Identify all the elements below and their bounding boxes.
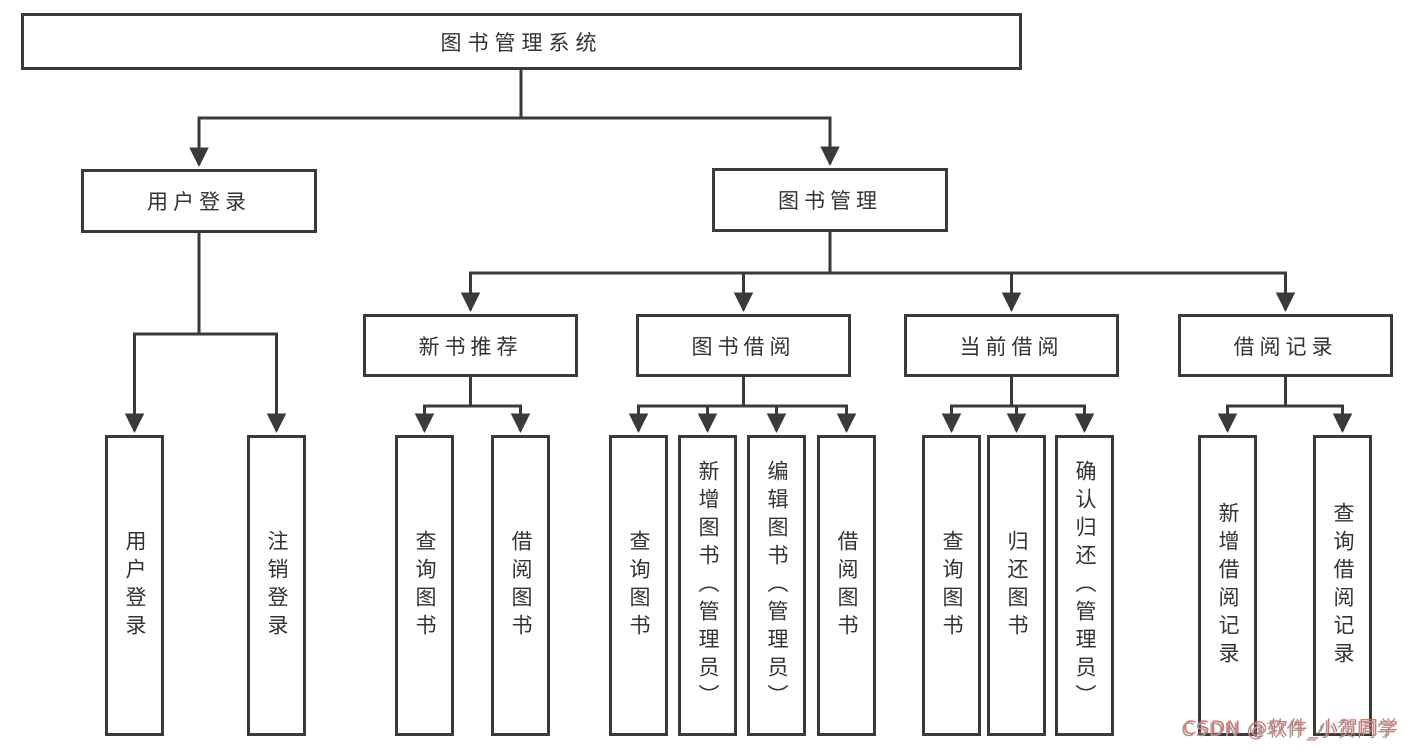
leaf-logout: 注销登录 [247, 435, 306, 736]
node-label: 查询图书 [627, 529, 652, 642]
node-label: 查询借阅记录 [1331, 501, 1356, 670]
node-label: 新增图书（管理员） [696, 459, 721, 712]
leaf-return-books: 归还图书 [987, 435, 1046, 736]
node-label: 当前借阅 [959, 334, 1064, 359]
node-book-management: 图书管理 [712, 168, 948, 232]
node-label: 编辑图书（管理员） [765, 459, 790, 712]
node-library-management-system: 图书管理系统 [21, 13, 1022, 70]
leaf-add-borrowing-record: 新增借阅记录 [1198, 435, 1257, 736]
node-label: 用户登录 [123, 529, 148, 642]
node-label: 用户登录 [147, 190, 251, 214]
node-label: 查询图书 [413, 529, 438, 642]
leaf-query-borrowing-record: 查询借阅记录 [1313, 435, 1372, 736]
leaf-add-books-admin: 新增图书（管理员） [678, 435, 737, 736]
node-new-book-recommendation: 新书推荐 [363, 314, 578, 377]
node-label: 确认归还（管理员） [1073, 459, 1098, 712]
node-label: 图书管理 [778, 189, 882, 213]
node-label: 借阅记录 [1233, 334, 1338, 359]
node-label: 借阅图书 [835, 529, 860, 642]
node-label: 图书管理系统 [440, 30, 603, 55]
leaf-query-books-recommend: 查询图书 [395, 435, 454, 736]
leaf-borrow-books: 借阅图书 [817, 435, 876, 736]
watermark: CSDN @软件_小贺同学 [1181, 719, 1397, 741]
node-label: 新书推荐 [418, 334, 523, 359]
leaf-query-books-borrowing: 查询图书 [609, 435, 668, 736]
leaf-query-books-current: 查询图书 [922, 435, 981, 736]
leaf-confirm-return-admin: 确认归还（管理员） [1055, 435, 1114, 736]
node-label: 注销登录 [265, 529, 290, 642]
leaf-borrow-books-recommend: 借阅图书 [491, 435, 550, 736]
node-book-borrowing: 图书借阅 [636, 314, 851, 377]
leaf-user-login: 用户登录 [105, 435, 164, 736]
node-user-login: 用户登录 [81, 169, 317, 233]
node-borrowing-records: 借阅记录 [1178, 314, 1393, 377]
leaf-edit-books-admin: 编辑图书（管理员） [747, 435, 806, 736]
node-current-borrowing: 当前借阅 [904, 314, 1119, 377]
node-label: 查询图书 [940, 529, 965, 642]
node-label: 新增借阅记录 [1216, 501, 1241, 670]
node-label: 借阅图书 [509, 529, 534, 642]
node-label: 归还图书 [1005, 529, 1030, 642]
node-label: 图书借阅 [691, 334, 796, 359]
